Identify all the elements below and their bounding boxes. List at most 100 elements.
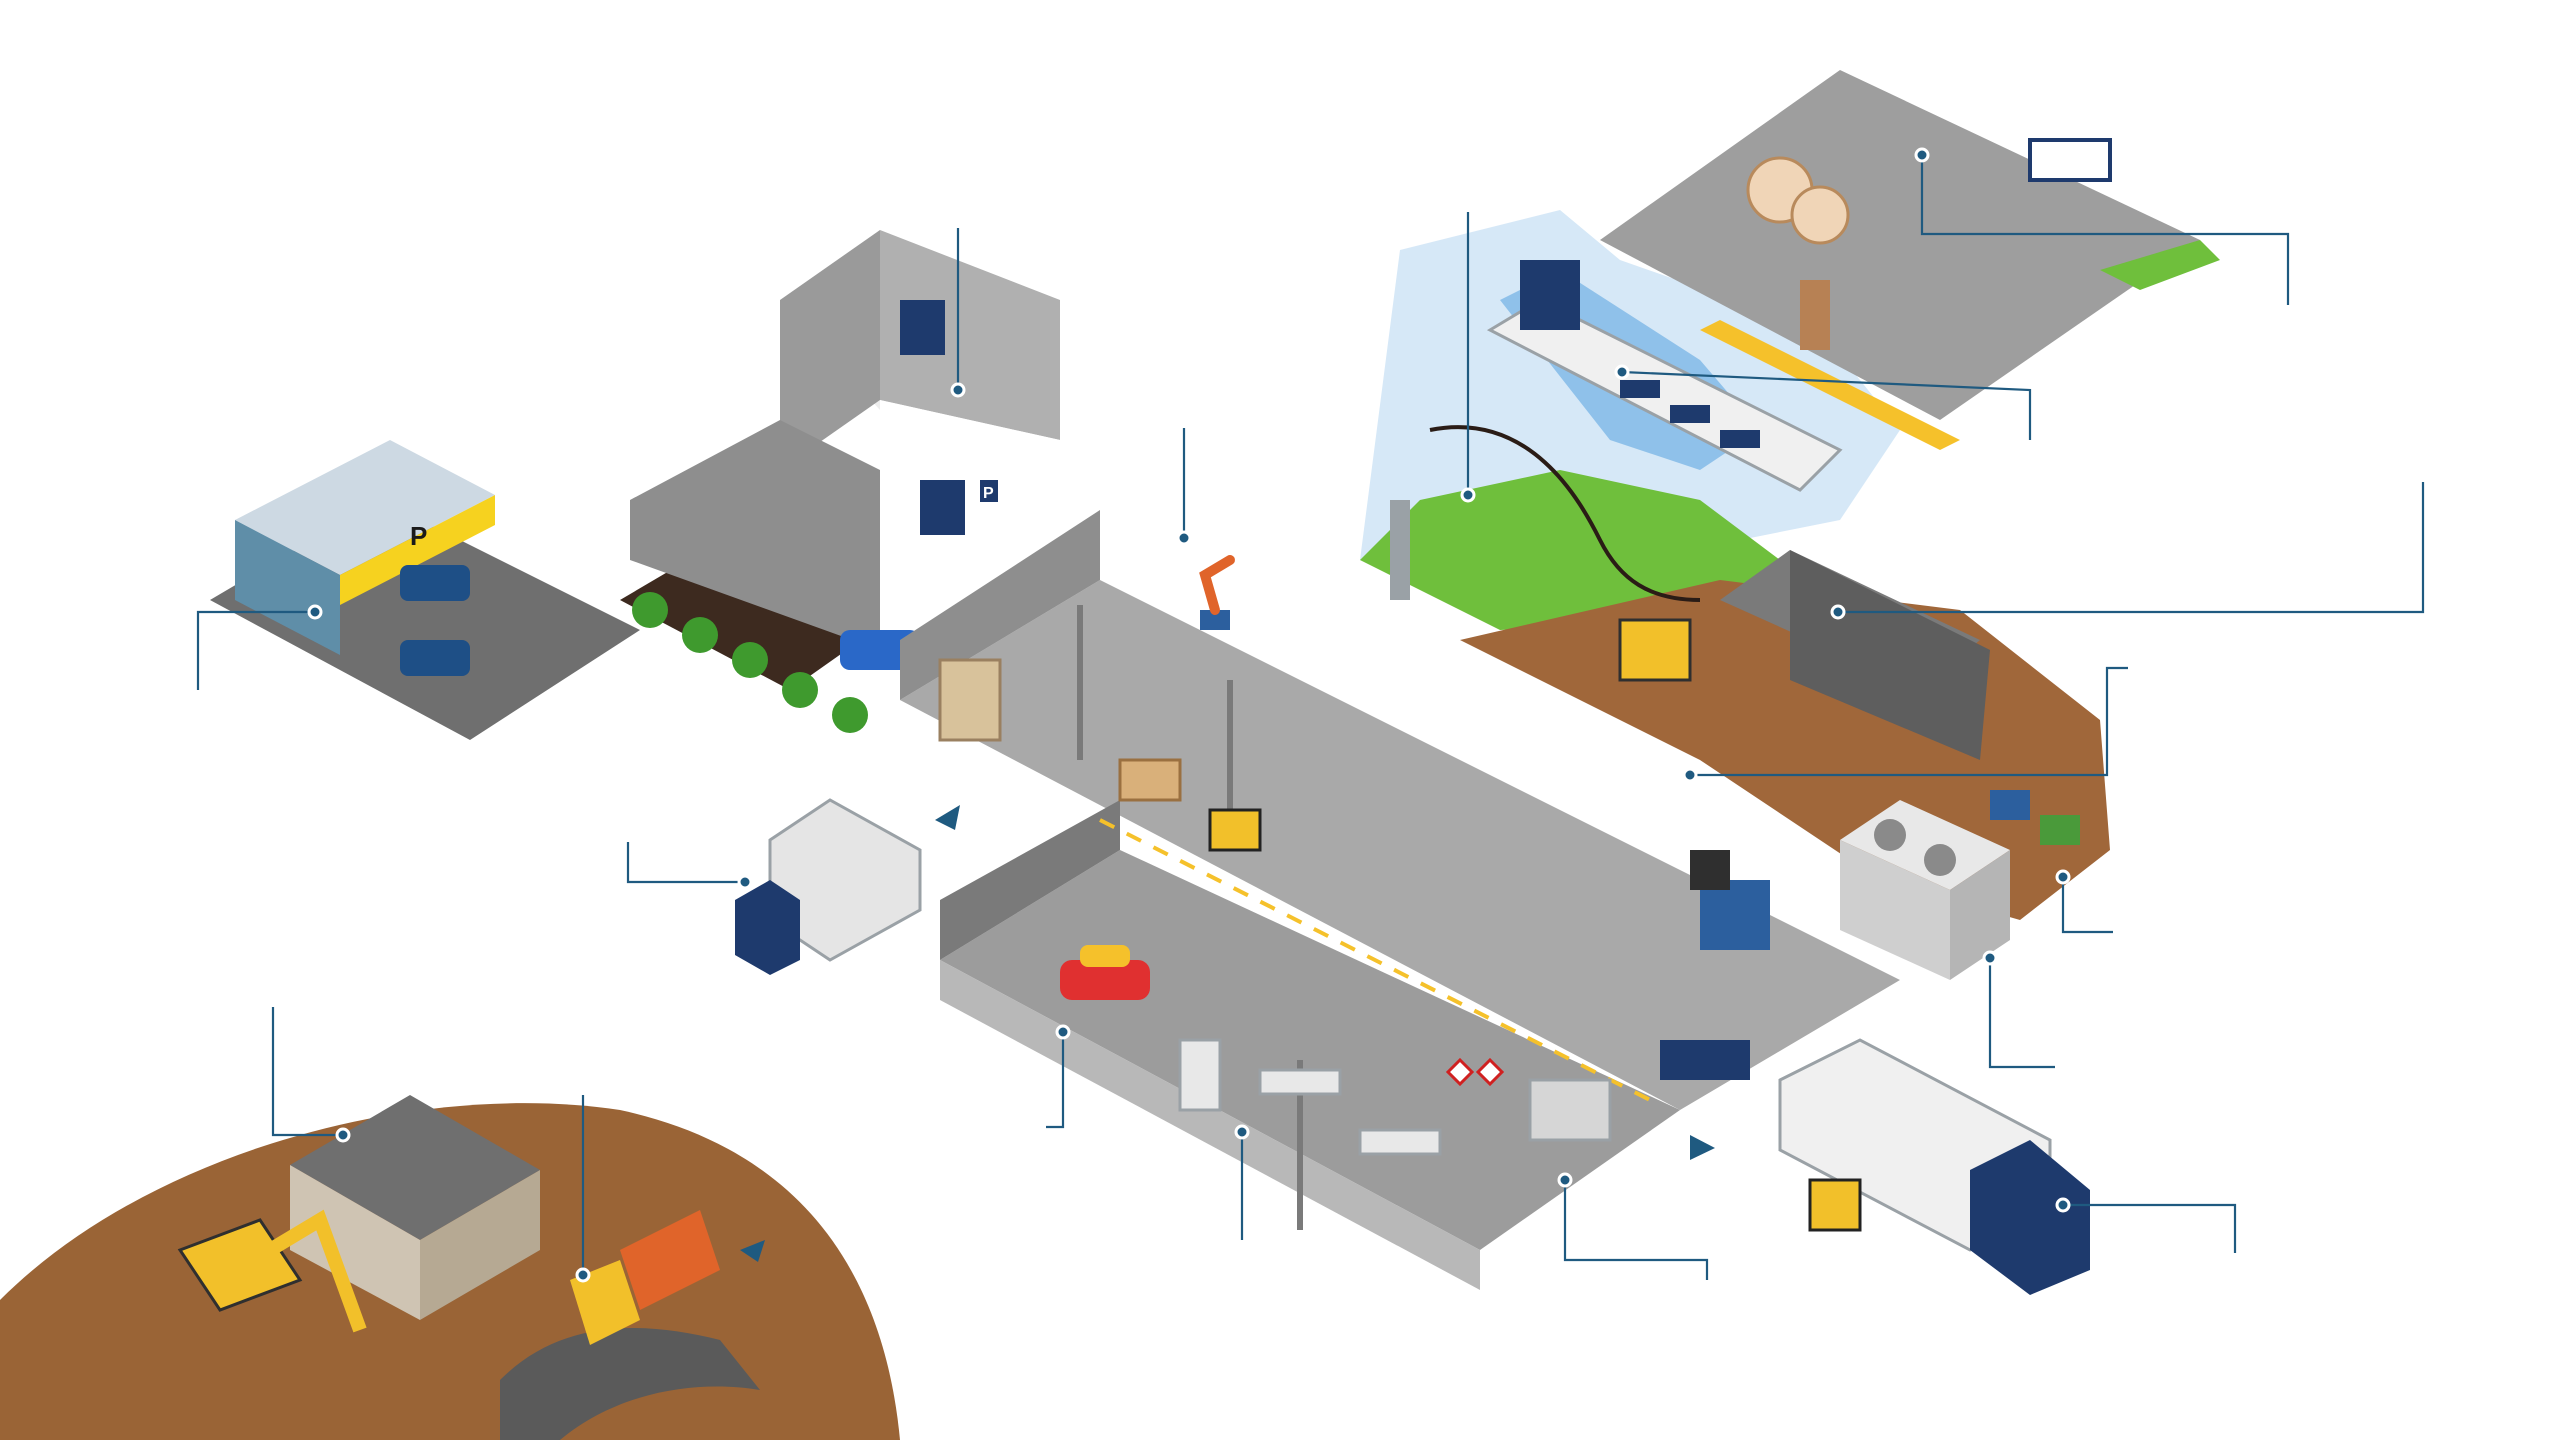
center-road-stripe xyxy=(1099,818,1651,1102)
ship-cargo-2 xyxy=(1670,405,1710,423)
demo-building-side xyxy=(420,1170,540,1320)
inbound-arrow xyxy=(935,805,960,830)
callout-demolition-building[interactable] xyxy=(271,1007,351,1143)
shrub-3 xyxy=(732,642,768,678)
bulldozer xyxy=(1618,618,1692,682)
robot-arm xyxy=(1199,555,1235,615)
dump-truck-cab xyxy=(570,1260,640,1345)
callout-excavation-site[interactable] xyxy=(575,1095,591,1283)
demolition-site xyxy=(0,1095,900,1440)
storage-shed xyxy=(1618,550,1990,760)
lab-bench-2 xyxy=(1358,1128,1442,1156)
office-upper-wall-left xyxy=(780,230,880,470)
crate-stack xyxy=(1118,758,1182,802)
outlet-cable xyxy=(1429,425,1701,602)
ship-bridge xyxy=(1520,260,1580,330)
callout-inbound-truck[interactable] xyxy=(626,842,753,890)
callout-parking-garage[interactable] xyxy=(196,604,323,690)
control-panel xyxy=(1690,850,1730,890)
storage-tank-2 xyxy=(1790,185,1850,245)
office-sign-plate xyxy=(980,480,998,502)
office-upper-wall-right xyxy=(880,230,1060,440)
bin-green xyxy=(2040,815,2080,845)
cleanroom-shelves xyxy=(1528,1078,1612,1142)
cooling-side xyxy=(1950,850,2010,980)
excavator-arm xyxy=(266,1209,367,1333)
cooling-front xyxy=(1840,840,1950,980)
port-quay-stripe xyxy=(1700,320,1960,450)
garage-sign xyxy=(340,495,495,605)
callout-laboratory[interactable] xyxy=(1234,1124,1250,1240)
demo-building-roof xyxy=(290,1095,540,1240)
inbound-truck xyxy=(735,798,960,975)
paint-shop-car xyxy=(1060,960,1150,1000)
ship-cargo-3 xyxy=(1720,430,1760,448)
demo-building-front xyxy=(290,1165,420,1320)
harbor xyxy=(1486,70,2220,492)
port-quay xyxy=(1600,70,2200,420)
outbound-forklift xyxy=(1808,1178,1862,1232)
fan-1 xyxy=(1874,819,1906,851)
callout-water-outlet[interactable] xyxy=(1460,212,1476,503)
robot-base xyxy=(1200,610,1230,630)
dump-truck-bed xyxy=(620,1210,720,1310)
callout-paint-shop[interactable] xyxy=(1046,1024,1071,1129)
office-lower-left xyxy=(630,420,880,650)
demo-arrow xyxy=(740,1240,765,1262)
callout-port-warehouse[interactable] xyxy=(1914,147,2290,305)
paint-shop-car-top xyxy=(1080,945,1130,967)
parking-letter: P xyxy=(410,521,427,551)
factory-front-wall xyxy=(940,960,1480,1290)
callout-outbound-truck[interactable] xyxy=(2055,1197,2237,1253)
hazard-sign-2 xyxy=(1475,1057,1505,1087)
parking-garage: P xyxy=(210,440,640,740)
outbound-arrow xyxy=(1690,1135,1715,1160)
lab-bench-1 xyxy=(1258,1068,1342,1096)
port-truck xyxy=(2028,138,2112,182)
callout-storage-shed[interactable] xyxy=(1830,482,2425,620)
hazard-sign-1 xyxy=(1445,1057,1475,1087)
cleanroom-door xyxy=(1660,1040,1750,1080)
shrub-4 xyxy=(782,672,818,708)
factory-forklift xyxy=(1208,808,1262,852)
shrub-5 xyxy=(832,697,868,733)
parked-car-2 xyxy=(400,640,470,676)
cooling-unit xyxy=(1840,790,2080,980)
parked-car-1 xyxy=(400,565,470,601)
shed-wall xyxy=(1790,550,1990,760)
callout-robot-cell[interactable] xyxy=(1176,428,1192,546)
office-window-1 xyxy=(900,300,945,355)
callout-cleanroom[interactable] xyxy=(1557,1172,1709,1280)
machine-cabinet xyxy=(1700,880,1770,950)
outlet-pipe xyxy=(1390,500,1410,600)
callout-container-bins[interactable] xyxy=(2055,869,2113,934)
main-factory xyxy=(900,510,1900,1290)
callout-office-building[interactable] xyxy=(950,228,966,398)
lab-cabinet xyxy=(1178,1038,1222,1112)
shrub-2 xyxy=(682,617,718,653)
ship-cargo-1 xyxy=(1620,380,1660,398)
callout-earth-yard[interactable] xyxy=(1682,666,2128,783)
grass-area xyxy=(1360,470,1780,630)
factory-floor xyxy=(900,580,1900,1110)
garage-wall xyxy=(235,520,340,655)
callout-lines xyxy=(196,147,2425,1283)
office-letter: P xyxy=(983,485,994,502)
port-grass xyxy=(2100,240,2220,290)
fan-2 xyxy=(1924,844,1956,876)
inbound-truck-cab xyxy=(735,880,800,975)
dirt-road xyxy=(500,1328,760,1440)
garage-roof xyxy=(235,440,495,575)
outbound-cab xyxy=(1970,1140,2090,1295)
callout-harbor-ship[interactable] xyxy=(1614,364,2032,440)
shrub-1 xyxy=(632,592,668,628)
office-window-2 xyxy=(920,480,965,535)
outbound-truck xyxy=(1690,1038,2090,1295)
callout-cooling-unit[interactable] xyxy=(1982,950,2055,1069)
factory-back-wall xyxy=(900,510,1100,700)
port-crane xyxy=(1800,280,1830,350)
storage-rack xyxy=(938,658,1002,742)
factory-left-wall xyxy=(940,800,1120,960)
bin-blue xyxy=(1990,790,2030,820)
